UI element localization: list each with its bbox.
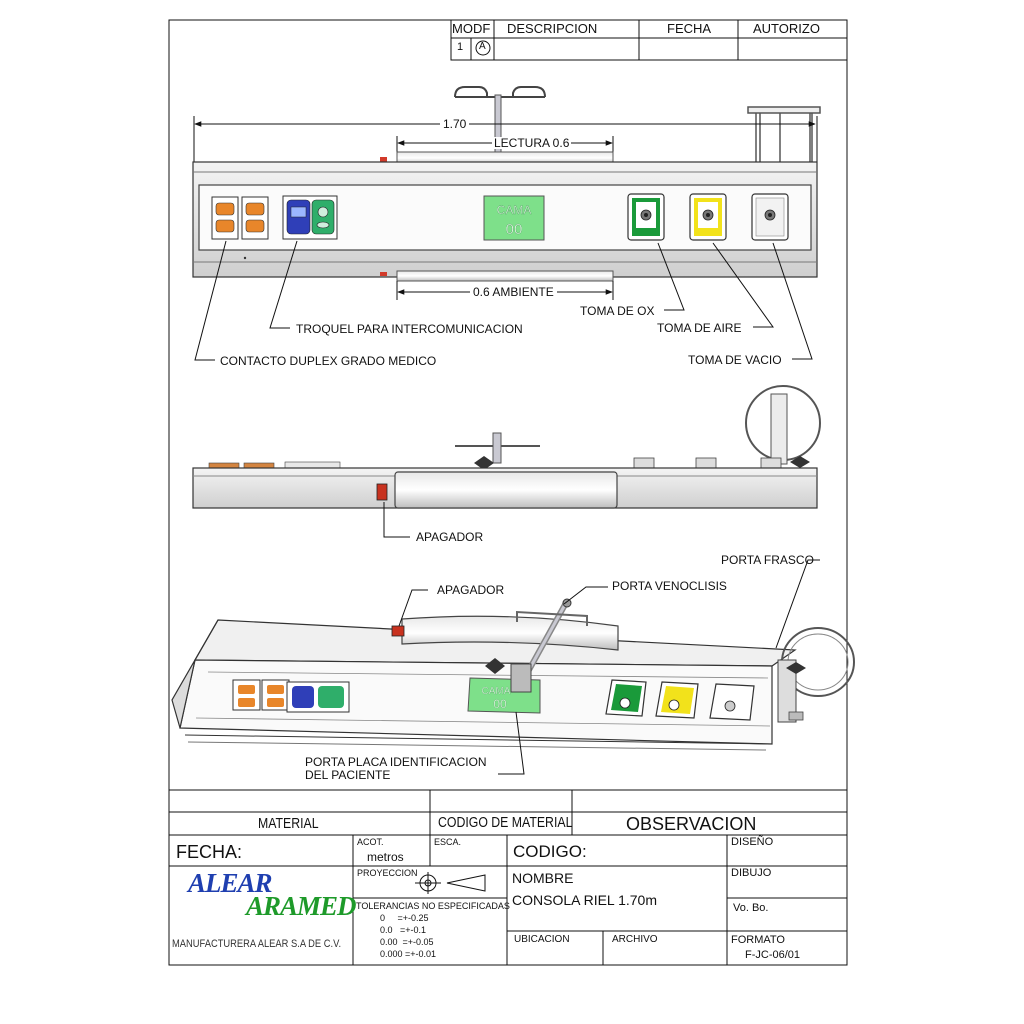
lamp-top-view bbox=[394, 471, 618, 509]
projection-symbol bbox=[415, 872, 486, 894]
tb-tol-line-0: 0 =+-0.25 bbox=[380, 913, 429, 923]
iso-view: CAMA 00 bbox=[171, 559, 855, 775]
iso-rail-left-end bbox=[171, 619, 219, 729]
tb-formato: FORMATO bbox=[731, 934, 785, 946]
tb-codigo-material: CODIGO DE MATERIAL bbox=[438, 814, 573, 831]
callout-contacto: CONTACTO DUPLEX GRADO MEDICO bbox=[220, 354, 437, 368]
callout-porta-placa-1: PORTA PLACA IDENTIFICACION bbox=[305, 755, 487, 769]
switch-top-view bbox=[376, 483, 388, 501]
dim-lectura-label: LECTURA 0.6 bbox=[492, 136, 572, 150]
rev-row-mark: A bbox=[479, 41, 486, 52]
tb-observacion: OBSERVACION bbox=[626, 814, 757, 834]
tb-tol-line-1: 0.0 =+-0.1 bbox=[380, 925, 427, 935]
front-view: CAMA 00 bbox=[192, 86, 821, 361]
id-plate-line2-front: 00 bbox=[506, 221, 523, 238]
id-plate-line2-iso: 00 bbox=[493, 697, 507, 711]
id-plate-line1-front: CAMA bbox=[497, 203, 532, 217]
tb-formato-value: F-JC-06/01 bbox=[745, 949, 801, 961]
bottle-holder-front bbox=[747, 106, 821, 170]
tb-nombre: NOMBRE bbox=[512, 870, 574, 886]
tb-tolerancias: TOLERANCIAS NO ESPECIFICADAS bbox=[356, 901, 510, 911]
callout-apagador-iso: APAGADOR bbox=[437, 583, 505, 597]
revision-mark-circle bbox=[475, 40, 491, 56]
rev-header-autorizo: AUTORIZO bbox=[753, 21, 820, 36]
tb-proyeccion: PROYECCION bbox=[357, 868, 418, 878]
dim-total-label: 1.70 bbox=[440, 118, 470, 130]
rev-row-modf: 1 bbox=[457, 41, 464, 53]
top-view bbox=[192, 385, 821, 538]
iso-switch bbox=[391, 625, 405, 637]
revision-table bbox=[450, 19, 848, 61]
tb-tol-line-3: 0.000 =+-0.01 bbox=[380, 949, 437, 959]
vacuum-outlet-front bbox=[751, 193, 789, 241]
id-plate-line1-iso: CAMA bbox=[482, 686, 511, 697]
tb-material: MATERIAL bbox=[258, 815, 319, 832]
tb-codigo: CODIGO: bbox=[513, 842, 587, 861]
patient-id-plate-front bbox=[483, 195, 545, 241]
tb-manufacturer: MANUFACTURERA ALEAR S.A DE C.V. bbox=[172, 938, 342, 950]
lower-lamp bbox=[396, 270, 614, 282]
callout-apagador-top: APAGADOR bbox=[416, 530, 484, 544]
dim-ambiente-label: 0.6 AMBIENTE bbox=[470, 286, 557, 298]
rev-header-descripcion: DESCRIPCION bbox=[507, 21, 598, 36]
logo-alear: ALEAR bbox=[188, 868, 273, 898]
tb-metros: metros bbox=[367, 850, 404, 864]
callout-toma-vacio: TOMA DE VACIO bbox=[688, 353, 782, 367]
tb-diseno: DISEÑO bbox=[731, 836, 774, 848]
intercom-panel-front bbox=[282, 195, 338, 240]
callout-porta-frasco: PORTA FRASCO bbox=[721, 553, 814, 567]
tb-acot: ACOT. bbox=[357, 837, 384, 847]
title-block bbox=[169, 789, 847, 965]
tb-fecha: FECHA: bbox=[176, 842, 243, 862]
duplex-outlet-front-2 bbox=[241, 196, 269, 240]
iso-lamp bbox=[401, 615, 619, 651]
air-outlet-front bbox=[689, 193, 727, 241]
oxygen-outlet-front bbox=[627, 193, 665, 241]
front-leader-lines bbox=[194, 240, 813, 361]
callout-porta-venoclisis: PORTA VENOCLISIS bbox=[612, 579, 727, 593]
callout-toma-aire: TOMA DE AIRE bbox=[657, 321, 742, 335]
logo-aramed: ARAMED bbox=[246, 891, 357, 921]
tb-ubicacion: UBICACION bbox=[514, 934, 570, 945]
tb-dibujo: DIBUJO bbox=[731, 867, 772, 879]
tb-tol-line-2: 0.00 =+-0.05 bbox=[380, 937, 434, 947]
callout-porta-placa-2: DEL PACIENTE bbox=[305, 768, 391, 782]
tb-esca: ESCA. bbox=[434, 837, 462, 847]
rev-header-modf: MODF bbox=[452, 21, 491, 36]
tb-nombre-value: CONSOLA RIEL 1.70m bbox=[512, 892, 657, 908]
rev-header-fecha: FECHA bbox=[667, 21, 712, 36]
tb-vo-bo: Vo. Bo. bbox=[733, 902, 769, 914]
callout-toma-ox: TOMA DE OX bbox=[580, 304, 655, 318]
tb-archivo: ARCHIVO bbox=[612, 934, 658, 945]
callout-troquel: TROQUEL PARA INTERCOMUNICACION bbox=[296, 322, 523, 336]
duplex-outlet-front-1 bbox=[211, 196, 239, 240]
